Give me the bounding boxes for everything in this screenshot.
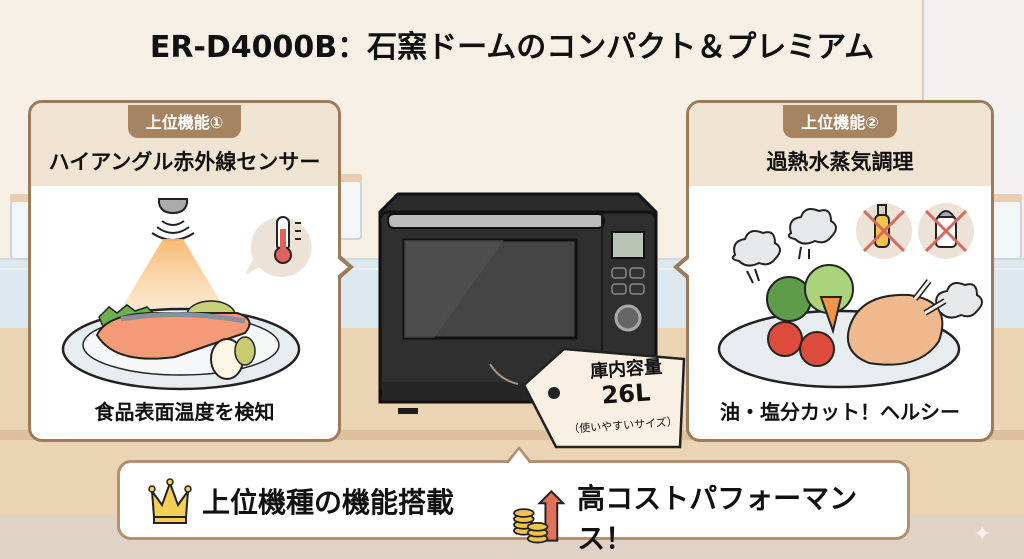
- no-oil-icon: [856, 203, 912, 259]
- summary-banner: 上位機種の機能搭載 高コストパフォーマンス！: [117, 446, 910, 555]
- no-salt-icon: [918, 203, 974, 259]
- feature-card-header: 上位機能② 過熱水蒸気調理: [689, 103, 991, 186]
- grilled-salmon-plate-icon: [61, 300, 301, 391]
- tag-shape: [522, 347, 686, 449]
- feature-card-header: 上位機能① ハイアングル赤外線センサー: [31, 103, 338, 186]
- card-pointer: [335, 253, 354, 281]
- crown-icon: [148, 478, 192, 524]
- background-jar: [990, 194, 1022, 260]
- roast-chicken-plate-icon: [717, 264, 961, 389]
- feature-card-infrared-sensor: 上位機能① ハイアングル赤外線センサー: [28, 100, 354, 442]
- infrared-sensor-illustration: [61, 198, 312, 391]
- feature-caption: 油・塩分カット！ヘルシー: [720, 400, 960, 424]
- coins-arrow-up-icon: [513, 490, 566, 544]
- feature-badge: 上位機能①: [127, 105, 242, 138]
- banner-label: 高コストパフォーマンス！: [577, 482, 858, 555]
- steam-cooking-illustration: [717, 203, 983, 389]
- sparkle-icon: ✦: [973, 522, 992, 547]
- background-counter-edge: [0, 430, 1024, 440]
- page-title: ER-D4000B：石窯ドームのコンパクト＆プレミアム: [149, 30, 875, 65]
- feature-card-superheated-steam: 上位機能② 過熱水蒸気調理: [673, 100, 994, 442]
- feature-caption: 食品表面温度を検知: [94, 400, 275, 424]
- capacity-tag: 庫内容量 26L （使いやすいサイズ）: [520, 345, 688, 450]
- banner-item-premium-features: 上位機種の機能搭載: [148, 477, 454, 525]
- steam-icon: [731, 208, 983, 324]
- banner-item-cost-performance: 高コストパフォーマンス！: [512, 477, 907, 557]
- feature-title: 過熱水蒸気調理: [766, 150, 914, 174]
- card-pointer: [673, 253, 692, 281]
- banner-pointer: [505, 446, 533, 464]
- thermometer-icon: [245, 216, 312, 278]
- banner-label: 上位機種の機能搭載: [202, 486, 455, 519]
- feature-title: ハイアングル赤外線センサー: [48, 150, 321, 174]
- feature-badge: 上位機能②: [783, 105, 897, 138]
